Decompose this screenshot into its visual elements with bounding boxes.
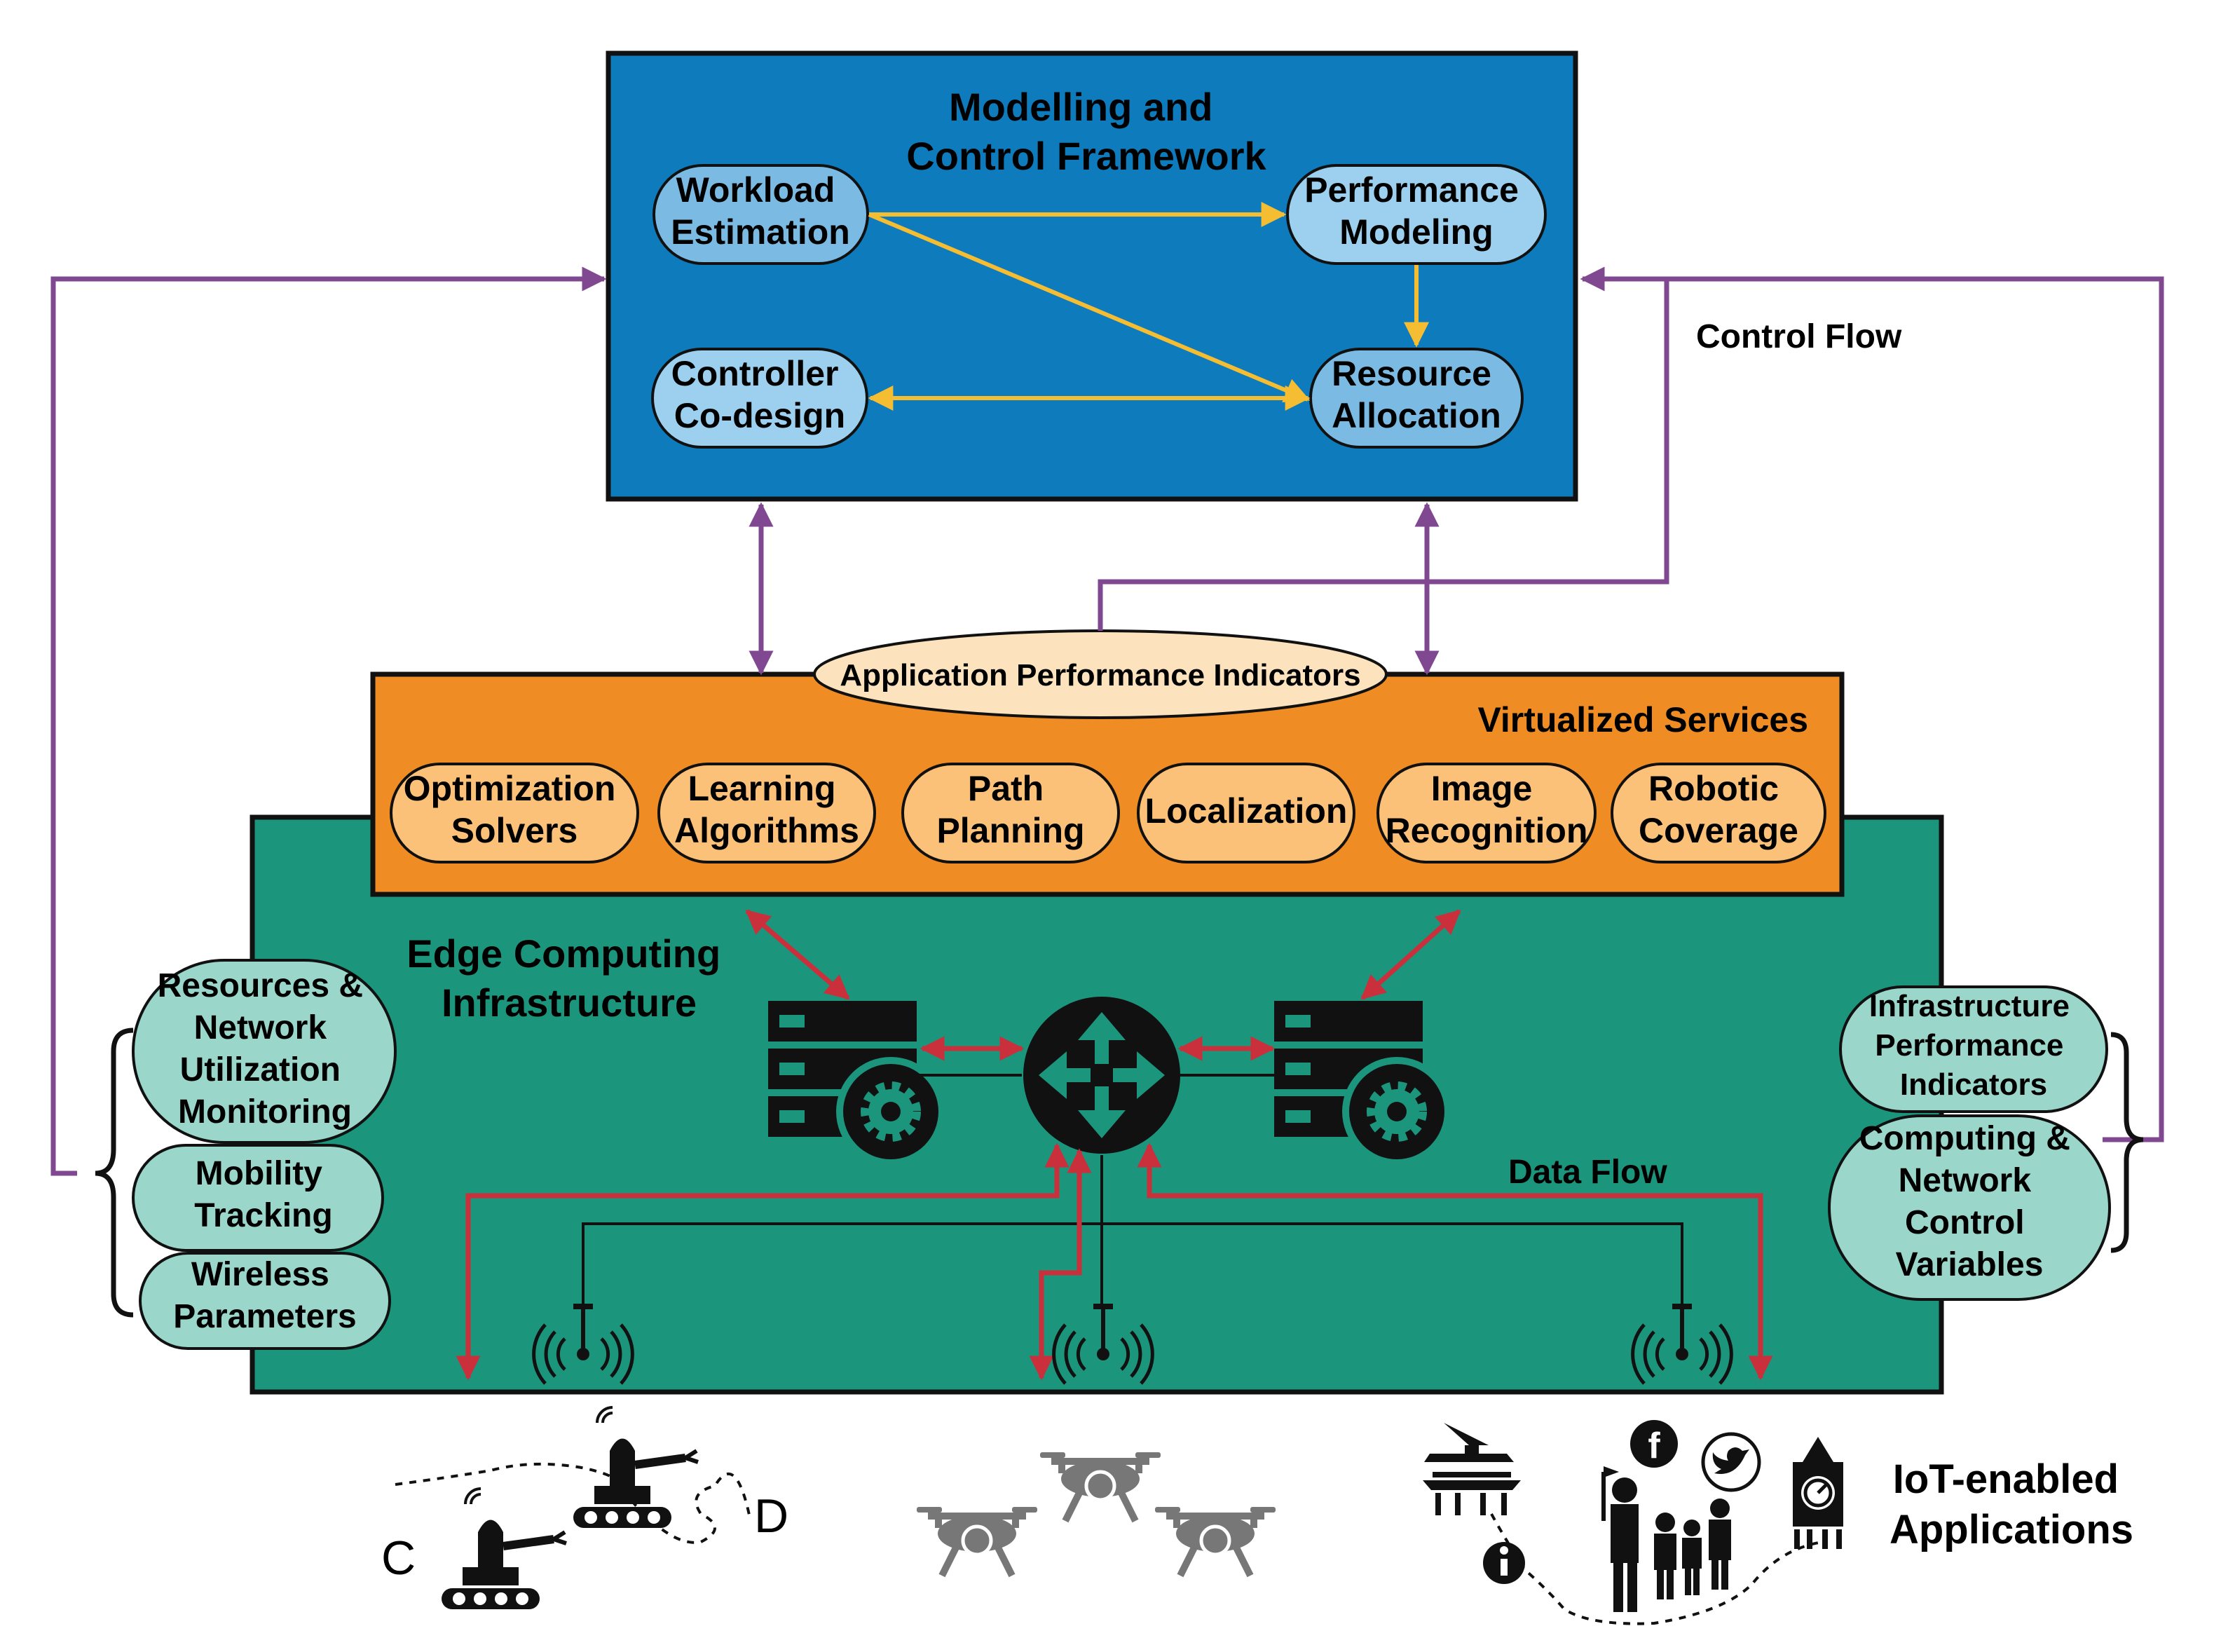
robot-start-label: C bbox=[381, 1531, 416, 1585]
svg-text:Application Performance Indica: Application Performance Indicators bbox=[840, 658, 1360, 692]
resources-monitoring-label: Resources & Network Utilization Monitori… bbox=[158, 967, 373, 1131]
svg-text:Controller Co-design: Controller Co-design bbox=[671, 354, 849, 435]
router-icon bbox=[1023, 997, 1180, 1154]
node-performance-modeling: Performance Modeling bbox=[1286, 164, 1547, 265]
service-localization: Localization bbox=[1137, 763, 1355, 863]
svg-text:Learning Algorithms: Learning Algorithms bbox=[674, 769, 859, 850]
svg-text:Image Recognition: Image Recognition bbox=[1386, 769, 1588, 850]
drone-icon bbox=[917, 1507, 1037, 1576]
service-optimization-solvers: Optimization Solvers bbox=[390, 763, 639, 863]
robot-icon bbox=[573, 1407, 698, 1528]
drone-icon bbox=[1155, 1507, 1276, 1576]
computing-control-label: Computing & Network Control Variables bbox=[1859, 1120, 2080, 1283]
robot-end-label: D bbox=[754, 1489, 788, 1543]
facebook-icon: f bbox=[1630, 1420, 1678, 1468]
svg-text:Localization: Localization bbox=[1145, 791, 1348, 831]
control-flow-label: Control Flow bbox=[1696, 318, 1902, 355]
service-image-recognition: Image Recognition bbox=[1376, 763, 1597, 863]
iot-applications-label: IoT-enabled Applications bbox=[1890, 1456, 2133, 1552]
svg-text:Resource Allocation: Resource Allocation bbox=[1332, 354, 1501, 435]
edge-title: Edge Computing Infrastructure bbox=[406, 931, 732, 1025]
people-icon bbox=[1601, 1466, 1731, 1612]
application-performance-indicators: Application Performance Indicators bbox=[813, 629, 1388, 719]
svg-text:Path Planning: Path Planning bbox=[936, 769, 1084, 850]
data-flow-lines bbox=[456, 909, 1773, 1381]
svg-text:f: f bbox=[1648, 1426, 1660, 1466]
service-robotic-coverage: Robotic Coverage bbox=[1611, 763, 1826, 863]
mobility-tracking-label: Mobility Tracking bbox=[194, 1155, 332, 1234]
service-learning-algorithms: Learning Algorithms bbox=[657, 763, 876, 863]
drone-icon bbox=[1040, 1452, 1161, 1521]
wireless-parameters-label: Wireless Parameters bbox=[173, 1256, 357, 1335]
arrow-workload-to-resource bbox=[868, 212, 1311, 402]
clock-tower-icon bbox=[1793, 1437, 1843, 1549]
robot-path bbox=[395, 1462, 751, 1544]
robot-icon bbox=[442, 1489, 566, 1609]
service-path-planning: Path Planning bbox=[901, 763, 1120, 863]
data-flow-label: Data Flow bbox=[1508, 1154, 1667, 1191]
twitter-icon bbox=[1701, 1432, 1761, 1492]
info-icon bbox=[1483, 1542, 1525, 1584]
svg-text:Workload Estimation: Workload Estimation bbox=[671, 170, 850, 252]
right-indicators-group: Infrastructure Performance Indicators Co… bbox=[1828, 985, 2144, 1301]
virtualized-title: Virtualized Services bbox=[1477, 700, 1808, 739]
svg-text:Optimization Solvers: Optimization Solvers bbox=[404, 769, 626, 850]
control-flow-lines bbox=[50, 266, 2164, 1176]
svg-text:Robotic Coverage: Robotic Coverage bbox=[1639, 769, 1798, 850]
pagoda-icon bbox=[1423, 1423, 1521, 1515]
node-resource-allocation: Resource Allocation bbox=[1309, 348, 1524, 449]
framework-title: Modelling and Control Framework bbox=[906, 85, 1266, 178]
svg-text:Performance Modeling: Performance Modeling bbox=[1304, 170, 1529, 252]
tourist-path bbox=[1490, 1513, 1823, 1625]
left-monitoring-group: Resources & Network Utilization Monitori… bbox=[95, 959, 397, 1350]
node-workload-estimation: Workload Estimation bbox=[652, 164, 869, 265]
node-controller-co-design: Controller Co-design bbox=[651, 348, 868, 449]
infrastructure-indicators-label: Infrastructure Performance Indicators bbox=[1869, 989, 2078, 1102]
